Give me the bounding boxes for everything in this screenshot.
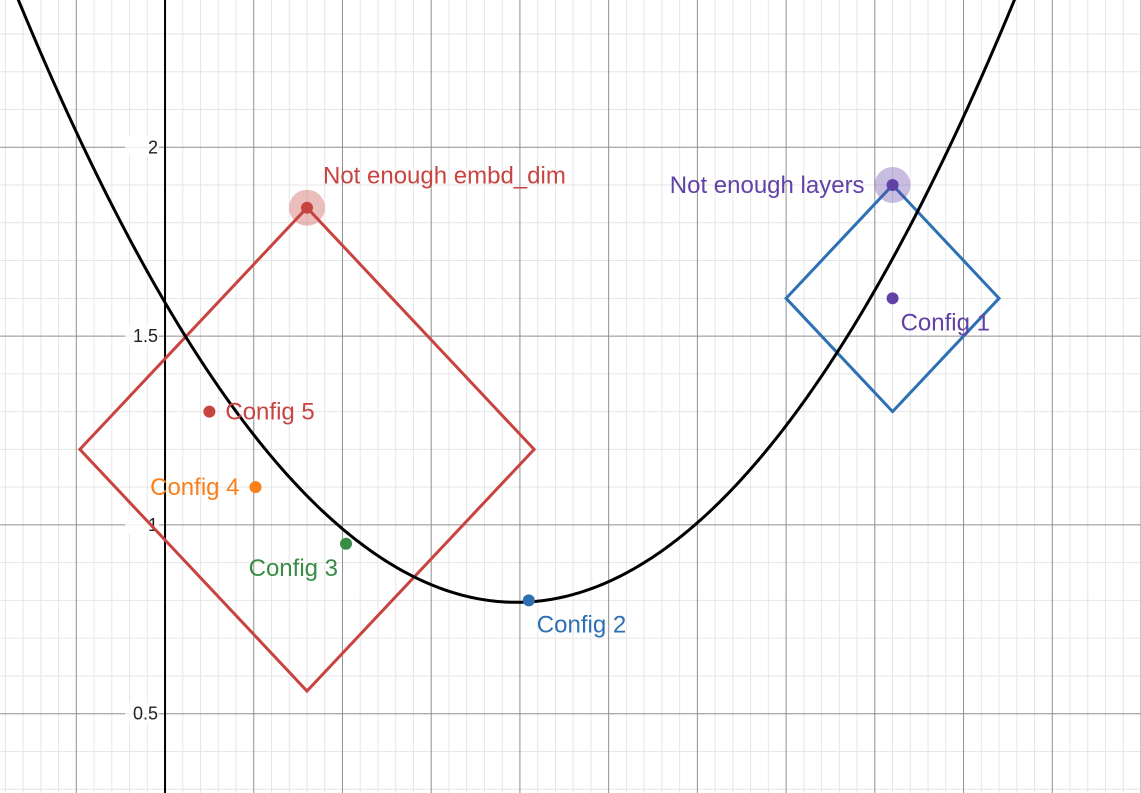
y-tick-label: 1 (148, 515, 158, 535)
point-config-4-label: Config 4 (150, 474, 239, 501)
y-tick-label-bg (125, 702, 160, 723)
y-tick-label-bg (125, 325, 160, 346)
point-config-5-label: Config 5 (225, 399, 314, 426)
highlight-not-enough-embd-dim-label: Not enough embd_dim (323, 163, 566, 190)
diamond-region-2 (784, 182, 1002, 414)
parabola-curve (16, 0, 1017, 604)
labels-layer: Not enough embd_dim Not enough layersConf… (150, 163, 990, 639)
points-layer (203, 292, 899, 607)
point-config-3-label: Config 3 (249, 555, 338, 582)
point-config-1-label: Config 1 (901, 309, 990, 336)
point-config-3 (340, 537, 353, 550)
point-config-2-label: Config 2 (537, 611, 626, 638)
y-tick-label: 1.5 (133, 326, 158, 346)
highlight-not-enough-embd-dim-point (300, 201, 313, 214)
y-tick-label: 2 (148, 137, 158, 157)
highlight-layer (288, 167, 911, 226)
highlight-not-enough-layers-label: Not enough layers (670, 172, 865, 199)
highlight-not-enough-layers-point (886, 179, 899, 192)
curve-layer (16, 0, 1017, 604)
y-tick-label-bg (125, 136, 160, 157)
y-tick-labels: 0.5 1 1.5 2 (125, 136, 160, 724)
diamond-regions (77, 182, 1002, 694)
y-tick-label-bg (125, 513, 160, 534)
y-tick-label: 0.5 (133, 704, 158, 724)
point-config-5 (203, 405, 216, 418)
point-config-2 (522, 594, 535, 607)
diamond-region-1 (77, 205, 537, 694)
point-config-4 (249, 481, 262, 494)
point-config-1 (886, 292, 899, 305)
